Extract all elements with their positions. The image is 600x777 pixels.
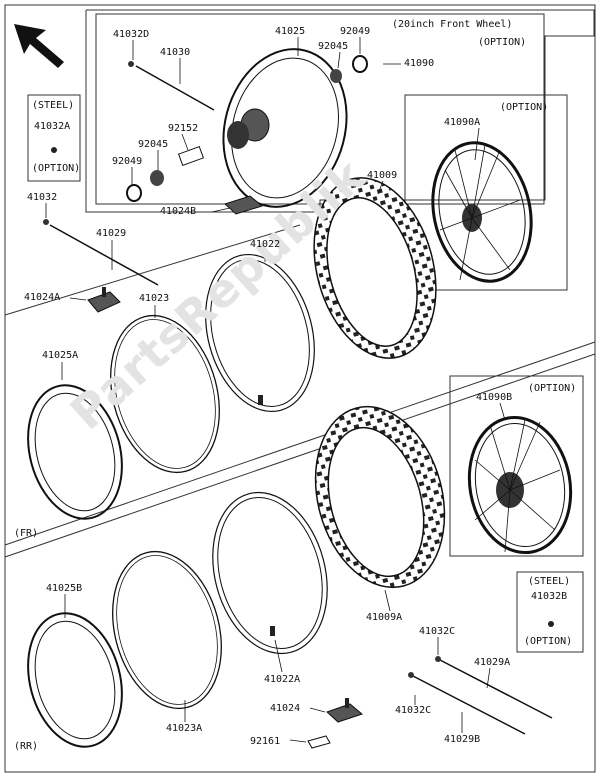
part-92049-mid: 92049 [112,156,143,167]
front-wheel-box-option: (OPTION) [500,102,549,113]
part-92045-mid: 92045 [138,139,169,150]
front-section-label: (FR) [14,528,39,539]
20inch-box-option: (OPTION) [478,37,527,48]
steel-front-option: (OPTION) [32,163,81,174]
part-41024: 41024 [270,703,301,714]
part-41029a: 41029A [474,657,511,668]
steel-rear-nipple-icon [548,621,554,627]
front-direction-arrow-icon [14,24,64,68]
rear-wheel-box-option: (OPTION) [528,383,577,394]
front-rim-41025a-drawing [27,384,123,520]
part-41023: 41023 [139,293,170,304]
section-divider-line-2 [4,353,596,558]
steel-rear-option: (OPTION) [524,636,573,647]
steel-front-title: (STEEL) [32,100,75,111]
page-frame [4,4,596,773]
steel-front-box [27,94,81,182]
option-wheel-41090b-drawing [467,415,573,555]
20inch-option-box [95,13,545,205]
part-41009: 41009 [367,170,398,181]
option-wheel-41090a-drawing [431,141,533,283]
part-41032a: 41032A [34,121,71,132]
rear-tire-41009a-drawing [314,405,446,589]
front-wheel-option-box [404,94,568,291]
part-41032b: 41032B [531,591,568,602]
part-41032c-top: 41032C [419,626,456,637]
part-92161: 92161 [250,736,281,747]
rear-tube-41022a-drawing [212,491,328,655]
front-tire-41009-drawing [313,177,437,359]
rear-rim-band-41023a-drawing [112,550,222,710]
part-41090a: 41090A [444,117,481,128]
part-41032: 41032 [27,192,58,203]
part-41029: 41029 [96,228,127,239]
part-41022a: 41022A [264,674,301,685]
part-41032d: 41032D [113,29,150,40]
steel-rear-title: (STEEL) [528,576,571,587]
part-41024b: 41024B [160,206,197,217]
front-divider-line [4,224,301,316]
steel-rear-box [516,571,584,653]
part-41022: 41022 [250,239,281,250]
part-41025a: 41025A [42,350,79,361]
part-41023a: 41023A [166,723,203,734]
part-92045-top: 92045 [318,41,349,52]
steel-spoke-nipple-icon [51,147,57,153]
rear-section-label: (RR) [14,741,39,752]
part-92049-top: 92049 [340,26,371,37]
part-41032c-bottom: 41032C [395,705,432,716]
part-41024a: 41024A [24,292,61,303]
leader-lines [45,37,506,743]
20inch-box-title: (20inch Front Wheel) [392,19,513,30]
part-41090: 41090 [404,58,435,69]
part-41030: 41030 [160,47,191,58]
part-41029b: 41029B [444,734,481,745]
front-section-frame [85,9,595,213]
rear-wheel-option-box [449,375,584,557]
front-rim-band-41023-drawing [110,314,220,474]
part-41025: 41025 [275,26,306,37]
rear-rim-41025b-drawing [27,612,123,748]
part-41009a: 41009A [366,612,403,623]
front-tube-41022-drawing [205,253,315,413]
20inch-rim-drawing [126,48,368,215]
small-parts-drawing [43,219,553,749]
part-41090b: 41090B [476,392,513,403]
part-41025b: 41025B [46,583,83,594]
part-92152: 92152 [168,123,199,134]
